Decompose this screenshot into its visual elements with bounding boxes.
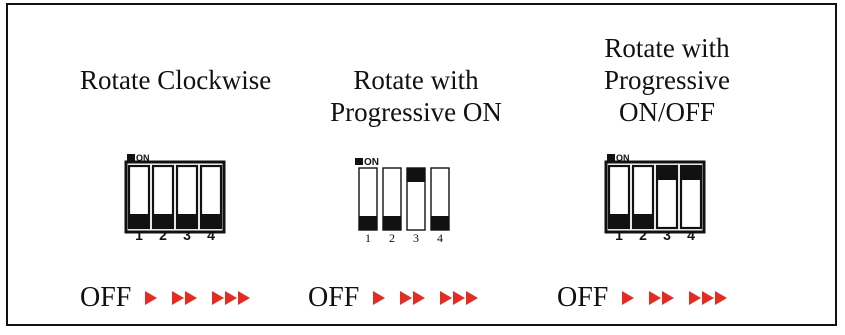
arrow-step-1-icon (373, 291, 386, 305)
position-number: 1 (615, 227, 623, 243)
panel-title-line: Rotate with (353, 65, 479, 95)
switch-knob (657, 166, 677, 180)
switch-knob (609, 214, 629, 228)
switch-housing (124, 160, 226, 234)
position-number: 2 (159, 227, 167, 243)
off-label: OFF (557, 282, 609, 313)
switch-knob (177, 214, 197, 228)
panel-title: Rotate with Progressive ON (318, 64, 514, 128)
sequence-row: OFF (557, 283, 728, 313)
arrow-step-1-icon (145, 291, 158, 305)
on-marker-icon (355, 158, 363, 165)
panel-title-line: Progressive (604, 65, 730, 95)
position-number: 4 (207, 227, 215, 243)
switch-knob (431, 216, 449, 230)
sequence-row: OFF (80, 283, 251, 313)
switch-knob (633, 214, 653, 228)
panel-title-line: Progressive ON (330, 97, 502, 127)
position-number: 3 (413, 231, 419, 245)
switch-knob (201, 214, 221, 228)
panel-title: Rotate with Progressive ON/OFF (575, 32, 759, 128)
position-number: 2 (639, 227, 647, 243)
dip-switch-4-position: ON 1 2 3 4 (355, 157, 450, 245)
arrow-step-2-icon (400, 291, 426, 305)
panel-title: Rotate Clockwise (80, 64, 271, 96)
position-number: 1 (365, 231, 371, 245)
switch-knob (129, 214, 149, 228)
on-marker-icon (127, 154, 135, 161)
on-marker-icon (607, 154, 615, 161)
position-number: 4 (437, 231, 443, 245)
switch-knob (681, 166, 701, 180)
switch-knob (407, 168, 425, 182)
arrow-step-3-icon (440, 291, 479, 305)
arrow-step-3-icon (689, 291, 728, 305)
switch-knob (359, 216, 377, 230)
position-number: 1 (135, 227, 143, 243)
position-number: 2 (389, 231, 395, 245)
arrow-step-1-icon (622, 291, 635, 305)
on-label: ON (136, 153, 150, 163)
panel-title-line: ON/OFF (618, 97, 716, 127)
arrow-step-3-icon (212, 291, 251, 305)
panel-title-line: Rotate Clockwise (80, 65, 272, 95)
on-label: ON (364, 157, 379, 168)
off-label: OFF (308, 282, 360, 313)
off-label: OFF (80, 282, 132, 313)
switch-housing (604, 160, 706, 234)
position-number: 3 (663, 227, 671, 243)
switch-knob (153, 214, 173, 228)
on-label: ON (616, 153, 630, 163)
position-number: 3 (183, 227, 191, 243)
arrow-step-2-icon (172, 291, 198, 305)
diagram-frame (6, 3, 837, 326)
panel-title-line: Rotate with (604, 33, 730, 63)
arrow-step-2-icon (649, 291, 675, 305)
position-number: 4 (687, 227, 695, 243)
switch-knob (383, 216, 401, 230)
sequence-row: OFF (308, 283, 479, 313)
